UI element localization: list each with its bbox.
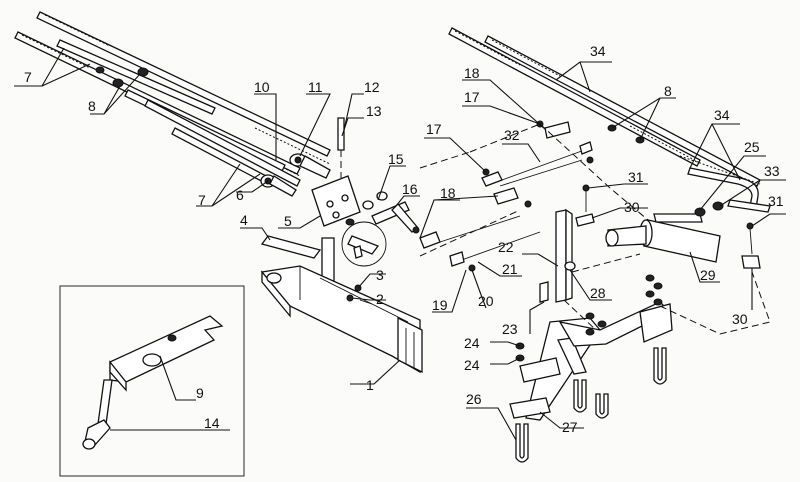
mounting-plate bbox=[311, 117, 419, 267]
callout-1: 1 bbox=[366, 377, 374, 393]
callout-21: 21 bbox=[502, 261, 518, 277]
callout-7: 7 bbox=[24, 69, 32, 85]
callout-19: 19 bbox=[432, 297, 448, 313]
callout-18-mid: 18 bbox=[440, 185, 456, 201]
assembly-dash-lines bbox=[419, 123, 771, 335]
callout-31-right: 31 bbox=[768, 193, 784, 209]
callout-16: 16 bbox=[402, 181, 418, 197]
callout-30-upper: 30 bbox=[624, 199, 640, 215]
callout-15: 15 bbox=[388, 151, 404, 167]
callout-34-top: 34 bbox=[590, 43, 606, 59]
callout-13: 13 bbox=[366, 103, 382, 119]
left-frame bbox=[260, 235, 423, 374]
callout-3: 3 bbox=[376, 267, 384, 283]
callout-26: 26 bbox=[466, 391, 482, 407]
callout-20: 20 bbox=[478, 293, 494, 309]
callout-2: 2 bbox=[376, 291, 384, 307]
callout-8-right: 8 bbox=[664, 83, 672, 99]
callout-24-a: 24 bbox=[464, 335, 480, 351]
callout-11: 11 bbox=[308, 79, 323, 95]
inset-detail bbox=[59, 285, 245, 477]
callout-12: 12 bbox=[364, 79, 380, 95]
callout-31-mid: 31 bbox=[628, 169, 644, 185]
callout-34-right: 34 bbox=[714, 107, 730, 123]
callout-27: 27 bbox=[562, 419, 578, 435]
callout-8: 8 bbox=[88, 98, 96, 114]
callout-22: 22 bbox=[498, 239, 514, 255]
callout-24-b: 24 bbox=[464, 357, 480, 373]
leader-lines bbox=[14, 47, 786, 441]
callout-28: 28 bbox=[590, 285, 606, 301]
callout-32: 32 bbox=[504, 127, 520, 143]
callout-17-mid: 17 bbox=[426, 121, 442, 137]
callout-33: 33 bbox=[764, 163, 780, 179]
callout-23: 23 bbox=[502, 321, 518, 337]
callout-7-lower: 7 bbox=[198, 192, 206, 208]
callout-18-top: 18 bbox=[464, 65, 480, 81]
callout-14: 14 bbox=[204, 415, 220, 431]
callout-5: 5 bbox=[284, 213, 292, 229]
callout-9: 9 bbox=[196, 385, 204, 401]
left-rods bbox=[14, 11, 331, 187]
callout-labels: 7 8 10 11 12 13 6 7 15 16 4 5 3 2 1 9 14… bbox=[24, 43, 784, 435]
right-frame bbox=[509, 274, 673, 463]
callout-30-right: 30 bbox=[732, 311, 748, 327]
callout-29: 29 bbox=[700, 267, 716, 283]
callout-6: 6 bbox=[236, 187, 244, 203]
hydraulic-cylinder bbox=[575, 184, 761, 269]
callout-4: 4 bbox=[240, 212, 248, 228]
callout-25: 25 bbox=[744, 139, 760, 155]
callout-17-top: 17 bbox=[464, 89, 480, 105]
callout-10: 10 bbox=[254, 79, 270, 95]
vertical-bracket bbox=[539, 208, 576, 303]
right-rods bbox=[448, 27, 771, 213]
